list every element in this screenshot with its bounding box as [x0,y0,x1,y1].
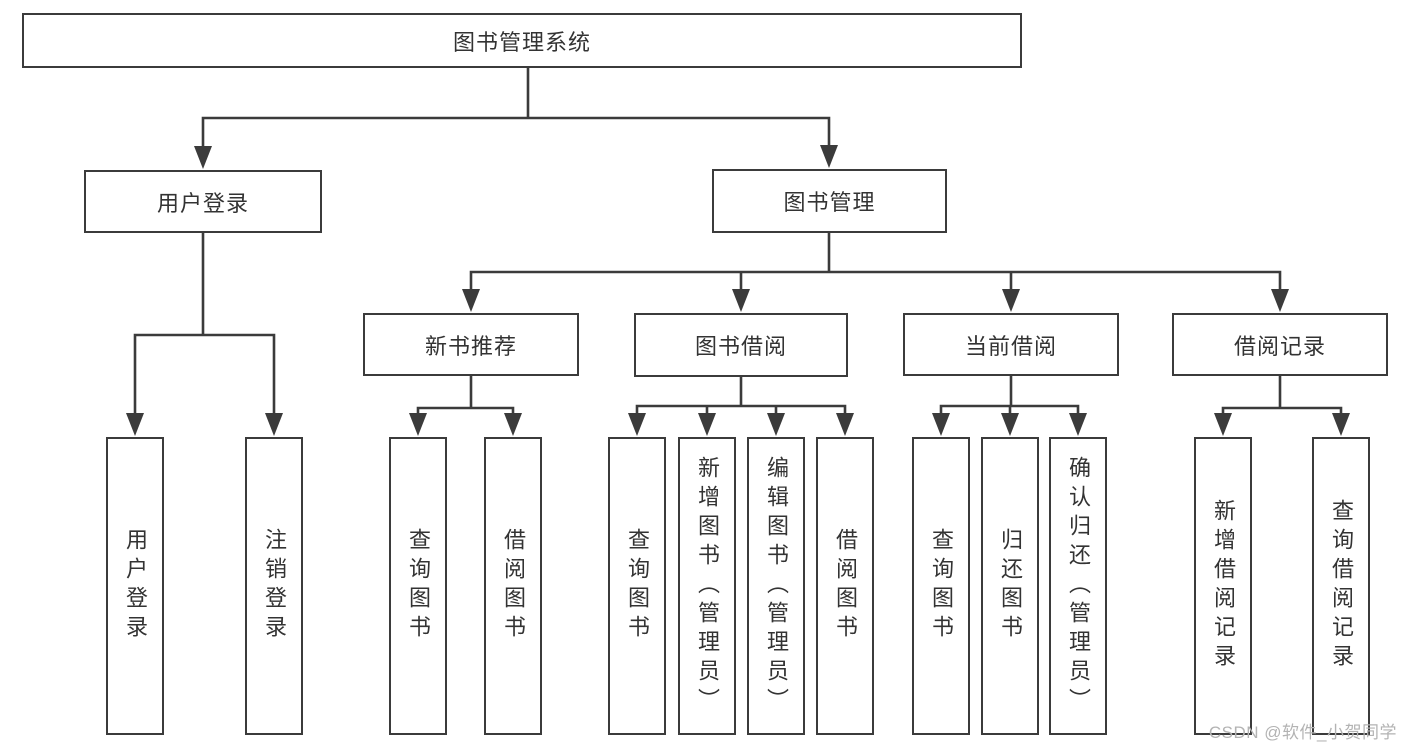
node-current-borrow: 当前借阅 [903,313,1119,376]
node-leaf-cur-query-book-label: 查询图书 [929,528,954,644]
node-leaf-rec-query-record-label: 查询借阅记录 [1329,499,1354,673]
node-leaf-nb-borrow-book-label: 借阅图书 [501,528,526,644]
node-leaf-logout-label: 注销登录 [262,528,287,644]
node-leaf-bb-query-book: 查询图书 [608,437,666,735]
csdn-watermark: CSDN @软件_小贺同学 [1208,723,1397,742]
node-user-login: 用户登录 [84,170,322,233]
node-book-management-label: 图书管理 [783,190,876,215]
node-book-borrow-label: 图书借阅 [694,334,787,359]
node-leaf-bb-edit-book-admin: 编辑图书（管理员） [747,437,805,735]
node-leaf-bb-borrow-book: 借阅图书 [816,437,874,735]
node-leaf-nb-query-book: 查询图书 [389,437,447,735]
node-current-borrow-label: 当前借阅 [964,333,1057,359]
node-borrow-records: 借阅记录 [1172,313,1388,376]
node-leaf-cur-confirm-return-admin: 确认归还（管理员） [1049,437,1107,735]
node-leaf-bb-query-book-label: 查询图书 [625,528,650,644]
node-new-book-recommend: 新书推荐 [363,313,579,376]
node-leaf-user-login-label: 用户登录 [123,528,148,644]
node-leaf-bb-add-book-admin-label: 新增图书（管理员） [695,455,720,717]
node-leaf-rec-add-record: 新增借阅记录 [1194,437,1252,735]
node-leaf-logout: 注销登录 [245,437,303,735]
node-leaf-nb-borrow-book: 借阅图书 [484,437,542,735]
node-leaf-nb-query-book-label: 查询图书 [406,528,431,644]
node-leaf-rec-add-record-label: 新增借阅记录 [1211,499,1236,673]
node-leaf-cur-return-book: 归还图书 [981,437,1039,735]
node-leaf-bb-edit-book-admin-label: 编辑图书（管理员） [764,455,789,717]
node-borrow-records-label: 借阅记录 [1233,333,1326,359]
node-root-system-label: 图书管理系统 [452,29,591,55]
node-book-borrow: 图书借阅 [634,313,848,377]
node-leaf-bb-borrow-book-label: 借阅图书 [833,528,858,644]
node-leaf-user-login: 用户登录 [106,437,164,735]
node-leaf-rec-query-record: 查询借阅记录 [1312,437,1370,735]
node-root-system: 图书管理系统 [22,13,1022,68]
node-book-management: 图书管理 [712,169,947,233]
node-new-book-recommend-label: 新书推荐 [424,333,517,359]
node-user-login-label: 用户登录 [156,190,249,216]
arrowheads [126,145,1350,436]
node-leaf-cur-query-book: 查询图书 [912,437,970,735]
node-leaf-cur-return-book-label: 归还图书 [998,528,1023,644]
node-leaf-cur-confirm-return-admin-label: 确认归还（管理员） [1066,455,1091,717]
node-leaf-bb-add-book-admin: 新增图书（管理员） [678,437,736,735]
